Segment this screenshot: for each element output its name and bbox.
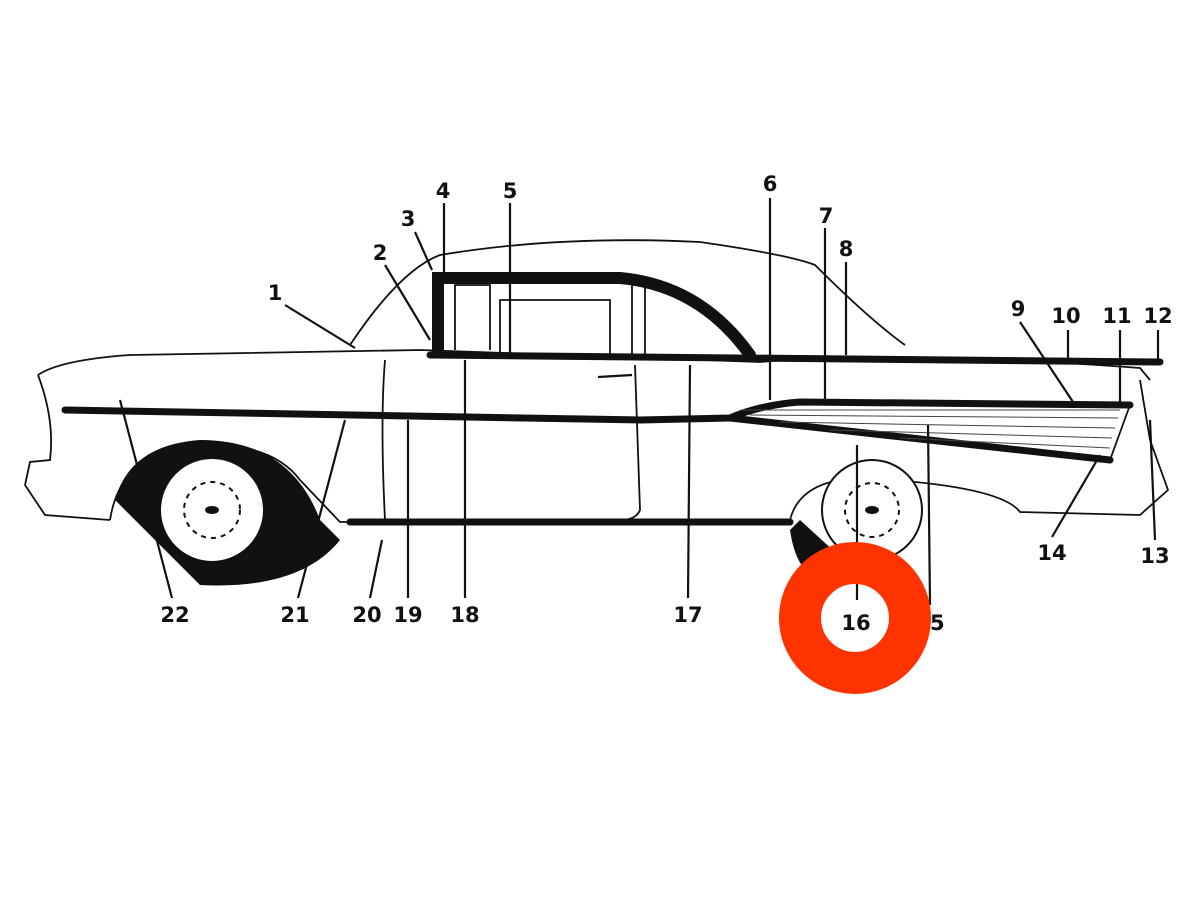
leader-line-20: [368, 539, 384, 599]
callout-label-7: 7: [819, 204, 834, 228]
callout-label-17: 17: [673, 603, 702, 627]
callout-label-16: 16: [841, 611, 870, 635]
callout-label-20: 20: [352, 603, 381, 627]
callout-label-22: 22: [160, 603, 189, 627]
callout-label-9: 9: [1011, 297, 1026, 321]
callout-label-21: 21: [280, 603, 309, 627]
callout-label-1: 1: [268, 281, 283, 305]
leader-lines: [118, 198, 1160, 606]
callout-label-12: 12: [1143, 304, 1172, 328]
callout-label-4: 4: [436, 179, 451, 203]
leader-line-17: [686, 364, 692, 599]
leader-line-2: [384, 264, 431, 341]
callout-label-5: 5: [503, 179, 518, 203]
callout-label-14: 14: [1037, 541, 1066, 565]
callout-label-6: 6: [763, 172, 778, 196]
callout-label-13: 13: [1140, 544, 1169, 568]
leader-line-3: [413, 231, 434, 271]
callout-label-2: 2: [373, 241, 388, 265]
callout-label-11: 11: [1102, 304, 1131, 328]
leader-line-14: [1051, 454, 1101, 538]
callout-label-19: 19: [393, 603, 422, 627]
highlight-ring: [779, 542, 931, 694]
callout-label-8: 8: [839, 237, 854, 261]
leader-line-1: [284, 304, 356, 349]
leader-line-22: [118, 399, 174, 599]
leader-line-15: [926, 424, 932, 606]
callout-label-18: 18: [450, 603, 479, 627]
leader-line-13: [1148, 419, 1157, 541]
leader-line-9: [1019, 321, 1076, 406]
car-outline: [24, 239, 1170, 586]
callout-label-3: 3: [401, 207, 416, 231]
callout-label-10: 10: [1051, 304, 1080, 328]
leader-line-21: [296, 419, 347, 599]
